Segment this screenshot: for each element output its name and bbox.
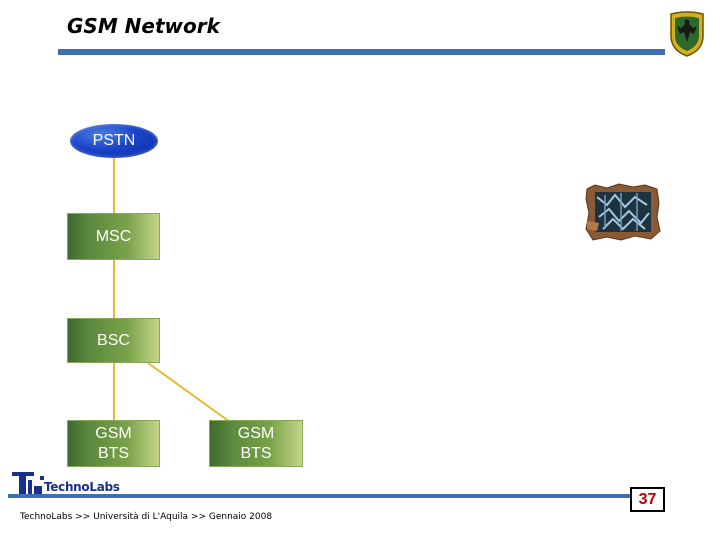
page-number: 37 <box>630 487 665 512</box>
bsc-node: BSC <box>67 318 160 363</box>
university-crest-icon <box>670 11 704 57</box>
footer-rule <box>8 494 635 498</box>
bts1-label-line1: GSM <box>95 424 132 442</box>
pstn-label: PSTN <box>92 132 136 149</box>
bsc-label: BSC <box>97 331 130 349</box>
link-bsc-bts2 <box>147 362 231 423</box>
bts-node-2: GSM BTS <box>209 420 303 467</box>
page-title: GSM Network <box>67 14 220 38</box>
network-photo-icon <box>585 183 661 241</box>
bts2-label-line1: GSM <box>237 424 275 442</box>
msc-label: MSC <box>95 227 132 245</box>
bts1-label-line2: BTS <box>97 444 130 462</box>
title-rule <box>58 49 665 55</box>
logo-text: TechnoLabs <box>44 480 120 494</box>
bts2-label-line2: BTS <box>240 444 272 462</box>
bts-node-1: GSM BTS <box>67 420 160 467</box>
pstn-node: PSTN <box>70 124 158 158</box>
technolabs-logo <box>12 472 44 494</box>
msc-node: MSC <box>67 213 160 260</box>
footer-caption: TechnoLabs >> Università di L'Aquila >> … <box>20 512 273 522</box>
